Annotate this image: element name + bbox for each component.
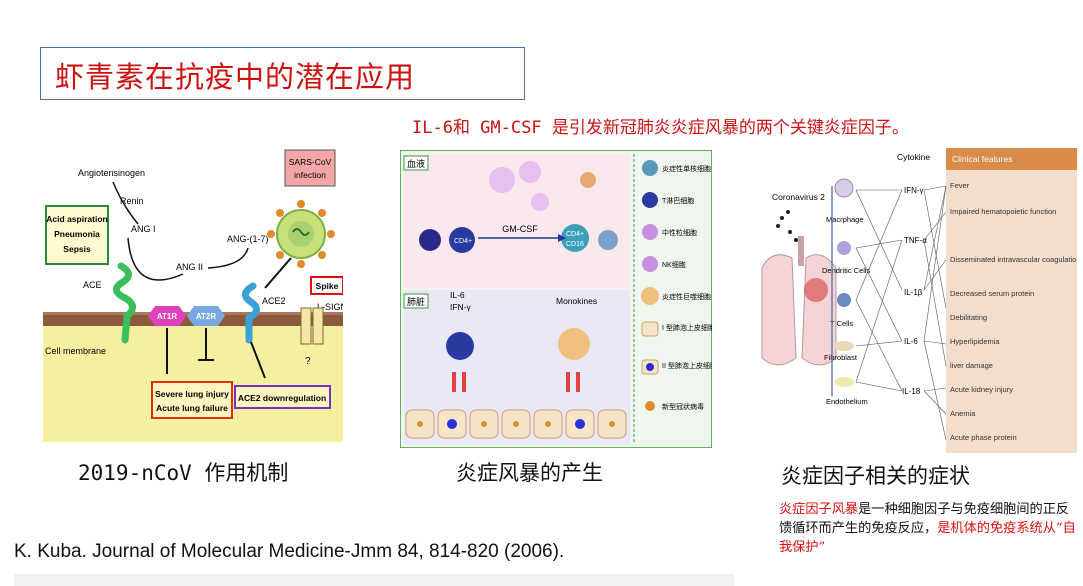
conditions-box: [45, 205, 109, 265]
svg-text:肺脏: 肺脏: [407, 296, 425, 307]
cell-illustrations: [405, 161, 627, 439]
at2r-receptor: [187, 306, 225, 326]
svg-text:IL-18: IL-18: [902, 387, 921, 396]
cytokine-header: Cytokine: [897, 152, 930, 162]
svg-text:Decreased serum protein: Decreased serum protein: [950, 289, 1034, 298]
spike-box: [310, 276, 343, 295]
virus-label: Coronavirus 2: [772, 192, 825, 202]
svg-text:新型冠状病毒: 新型冠状病毒: [662, 402, 704, 411]
svg-text:Endothelium: Endothelium: [826, 397, 868, 406]
svg-text:Spike: Spike: [316, 281, 339, 291]
svg-text:Acute phase protein: Acute phase protein: [950, 433, 1017, 442]
svg-text:AT1R: AT1R: [157, 312, 178, 321]
svg-text:?: ?: [305, 356, 311, 367]
svg-text:炎症性巨噬细胞: 炎症性巨噬细胞: [662, 292, 711, 301]
svg-text:IFN-γ: IFN-γ: [904, 186, 924, 195]
reference-text: K. Kuba. Journal of Molecular Medicine-J…: [14, 541, 565, 562]
ace-receptor: [113, 262, 136, 344]
svg-text:CD4+: CD4+: [566, 231, 584, 238]
il6-label: IL-6: [450, 290, 465, 300]
svg-text:NK细胞: NK细胞: [662, 260, 686, 269]
svg-text:Fibroblast: Fibroblast: [824, 353, 858, 362]
mechanism-diagram: Cell membrane Angiotensinogen Renin ANG …: [43, 149, 343, 442]
cytokine-symptoms-diagram: Cytokine Clinical features Coronavirus 2…: [761, 148, 1077, 453]
slide-title: 虾青素在抗疫中的潜在应用: [40, 47, 525, 100]
svg-text:血液: 血液: [407, 158, 425, 169]
svg-text:IL-6: IL-6: [904, 337, 918, 346]
cytokine-list: IFN-γ TNF-α IL-1β IL-6 IL-18: [902, 186, 927, 396]
svg-text:CD4+: CD4+: [454, 238, 472, 245]
angiotensinogen-label: Angiotensinogen: [78, 168, 145, 178]
svg-text:Anemia: Anemia: [950, 409, 976, 418]
svg-text:Macrphage: Macrphage: [826, 215, 864, 224]
gmcsf-label: GM-CSF: [502, 224, 538, 234]
note-red-term: 炎症因子风暴: [779, 502, 859, 517]
renin-label: Renin: [120, 196, 144, 206]
lsign-receptor: [300, 307, 324, 345]
note-text: 是一种细胞因子与免疫细胞间的正反馈循环而产生的免疫反应，: [779, 502, 1070, 536]
svg-text:Impaired hematopoietic functio: Impaired hematopoietic function: [950, 207, 1056, 216]
blood-region: [404, 154, 630, 288]
svg-text:Disseminated intravascular coa: Disseminated intravascular coagulation: [950, 255, 1077, 264]
virus-particles: [776, 210, 798, 242]
cytokine-storm-diagram: 血液 肺脏 CD4+ CD4+ CD16 GM-CSF IL-6 IFN-γ M…: [400, 150, 712, 448]
cell-membrane-label: Cell membrane: [45, 346, 106, 356]
svg-text:ACE2 downregulation: ACE2 downregulation: [238, 393, 326, 403]
clinical-list-bg: [946, 170, 1077, 453]
storm-caption: 炎症风暴的产生: [456, 461, 603, 485]
lsign-label: L-SIGN: [317, 302, 343, 312]
ang2-label: ANG II: [176, 262, 203, 272]
ace2-label: ACE2: [262, 296, 286, 306]
storm-legend: 炎症性单核细胞 T淋巴细胞 中性粒细胞 NK细胞 炎症性巨噬细胞 I 型肺泡上皮…: [641, 160, 712, 411]
coronavirus-icon: [267, 200, 335, 268]
clinical-header: Clinical features: [952, 154, 1012, 164]
slide-subtitle: IL-6和 GM-CSF 是引发新冠肺炎炎症风暴的两个关键炎症因子。: [412, 118, 909, 138]
lung-left-icon: [761, 254, 797, 366]
svg-text:Pneumonia: Pneumonia: [54, 229, 100, 239]
svg-text:I 型肺泡上皮细胞: I 型肺泡上皮细胞: [662, 323, 712, 332]
svg-text:AT2R: AT2R: [196, 312, 217, 321]
svg-text:Acute lung failure: Acute lung failure: [156, 403, 228, 413]
virus-infection-box: [284, 149, 336, 187]
ang17-label: ANG-(1-7): [227, 234, 269, 244]
svg-text:liver damage: liver damage: [950, 361, 993, 370]
connector-lines: [855, 185, 947, 441]
svg-text:Hyperlipidemia: Hyperlipidemia: [950, 337, 1000, 346]
ifn-label: IFN-γ: [450, 302, 472, 312]
svg-text:炎症性单核细胞: 炎症性单核细胞: [662, 164, 711, 173]
svg-text:Acid aspiration: Acid aspiration: [46, 214, 107, 224]
bottom-strip: [14, 574, 734, 586]
ace2-receptor: [242, 282, 260, 344]
svg-text:Severe lung injury: Severe lung injury: [155, 389, 229, 399]
monokines-label: Monokines: [556, 296, 597, 306]
svg-text:T淋巴细胞: T淋巴细胞: [662, 196, 694, 205]
symptoms-caption: 炎症因子相关的症状: [781, 464, 970, 488]
svg-text:中性粒细胞: 中性粒细胞: [662, 228, 697, 237]
svg-text:Dendritic Cells: Dendritic Cells: [822, 266, 871, 275]
at1r-receptor: [148, 306, 186, 326]
svg-text:Acute kidney injury: Acute kidney injury: [950, 385, 1013, 394]
svg-text:II 型肺泡上皮细胞: II 型肺泡上皮细胞: [662, 361, 712, 370]
ace-label: ACE: [83, 280, 102, 290]
svg-text:Fever: Fever: [950, 181, 970, 190]
svg-text:CD16: CD16: [566, 241, 584, 248]
svg-text:infection: infection: [294, 170, 326, 180]
svg-text:IL-1β: IL-1β: [904, 288, 923, 297]
svg-text:SARS-CoV: SARS-CoV: [289, 157, 332, 167]
cytokine-storm-note: 炎症因子风暴是一种细胞因子与免疫细胞间的正反馈循环而产生的免疫反应，是机体的免疫…: [779, 500, 1077, 557]
svg-text:Sepsis: Sepsis: [63, 244, 91, 254]
cell-list: Macrphage Dendritic Cells T Cells Fibrob…: [822, 178, 871, 406]
svg-text:Debilitating: Debilitating: [950, 313, 987, 322]
svg-text:T Cells: T Cells: [830, 319, 853, 328]
lung-injury-box: [151, 381, 233, 419]
clinical-header-bg: [946, 148, 1077, 170]
ang1-label: ANG I: [131, 224, 156, 234]
note-red-phrase: 是机体的免疫系统从“自我保护”: [779, 521, 1076, 555]
mechanism-caption: 2019-nCoV 作用机制: [78, 461, 289, 485]
clinical-features-list: Fever Impaired hematopoietic function Di…: [950, 181, 1077, 442]
svg-text:TNF-α: TNF-α: [904, 236, 927, 245]
downregulation-box: [234, 385, 331, 409]
